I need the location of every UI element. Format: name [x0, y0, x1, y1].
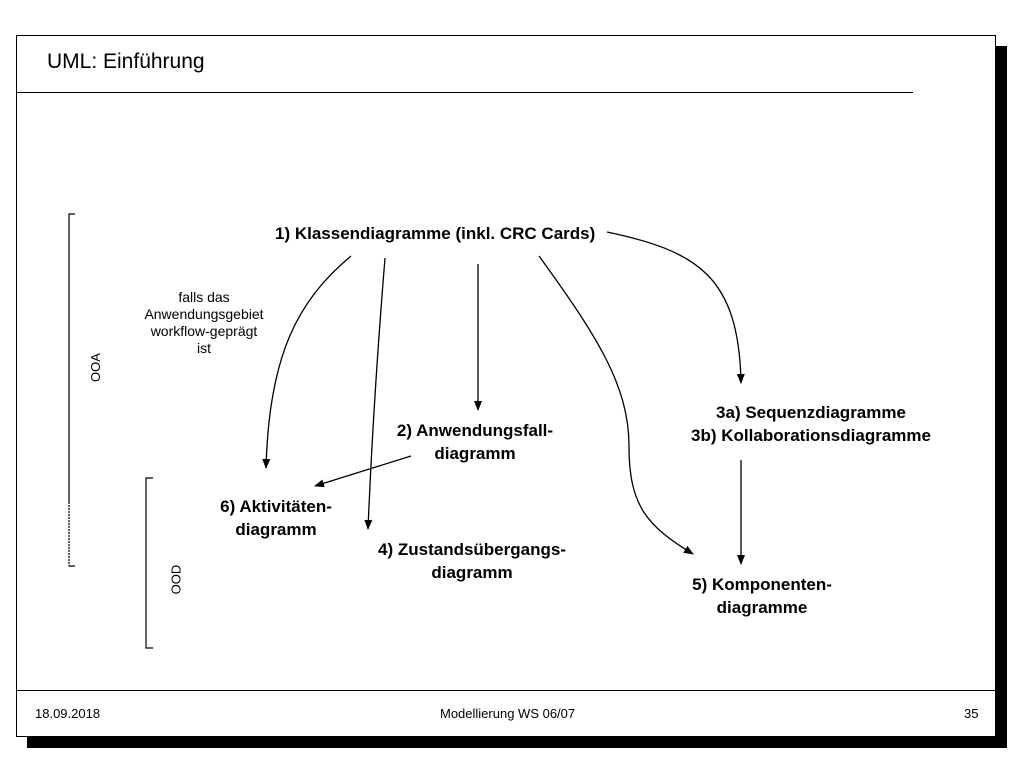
- node-sequenz-line-1: 3a) Sequenzdiagramme: [716, 403, 906, 422]
- note-workflow: falls das Anwendungsgebiet workflow-gepr…: [129, 289, 279, 357]
- footer-divider: [17, 690, 995, 691]
- arrow-anwendungsfall-to-aktivitaeten: [314, 455, 412, 488]
- node-komponentendiagramme: 5) Komponenten- diagramme: [667, 573, 857, 619]
- arrow-klassen-to-zustand: [364, 257, 386, 530]
- arrow-klassen-to-sequenz: [606, 231, 745, 384]
- node-aktivitaetendiagramm: 6) Aktivitäten- diagramm: [201, 495, 351, 541]
- note-line-3: workflow-geprägt: [150, 323, 258, 339]
- slide: UML: Einführung 1) Klassendiagramme (ink…: [16, 35, 996, 737]
- node-aktivitaeten-line-2: diagramm: [235, 520, 317, 539]
- node-sequenz-line-2: 3b) Kollaborationsdiagramme: [691, 426, 931, 445]
- node-sequenzdiagramme: 3a) Sequenzdiagramme 3b) Kollaborationsd…: [661, 401, 961, 447]
- node-zustand-line-2: diagramm: [431, 563, 513, 582]
- diagram-canvas: [68, 213, 745, 649]
- node-anwendungsfall-line-2: diagramm: [434, 444, 516, 463]
- title-divider: [17, 92, 913, 93]
- arrow-klassen-to-aktivitaeten: [262, 255, 352, 469]
- node-aktivitaeten-line-1: 6) Aktivitäten-: [220, 497, 332, 516]
- note-line-1: falls das: [178, 289, 230, 305]
- note-line-2: Anwendungsgebiet: [144, 306, 264, 322]
- note-line-4: ist: [197, 340, 211, 356]
- node-anwendungsfalldiagramm: 2) Anwendungsfall- diagramm: [375, 419, 575, 465]
- ooa-label: OOA: [87, 353, 103, 382]
- ood-bracket: [145, 477, 153, 649]
- node-komponenten-line-2: diagramme: [716, 598, 808, 617]
- node-klassendiagramme: 1) Klassendiagramme (inkl. CRC Cards): [275, 224, 596, 243]
- footer-date: 18.09.2018: [35, 706, 101, 721]
- arrow-klassen-to-komponenten: [538, 255, 694, 555]
- node-komponenten-line-1: 5) Komponenten-: [692, 575, 832, 594]
- node-zustand-line-1: 4) Zustandsübergangs-: [378, 540, 566, 559]
- ooa-bracket: [68, 213, 75, 567]
- node-zustandsuebergangsdiagramm: 4) Zustandsübergangs- diagramm: [347, 538, 597, 584]
- footer-course: Modellierung WS 06/07: [440, 706, 576, 721]
- ood-label: OOD: [168, 564, 184, 595]
- footer-page-number: 35: [964, 706, 979, 721]
- page-title: UML: Einführung: [47, 50, 205, 73]
- node-anwendungsfall-line-1: 2) Anwendungsfall-: [396, 421, 554, 440]
